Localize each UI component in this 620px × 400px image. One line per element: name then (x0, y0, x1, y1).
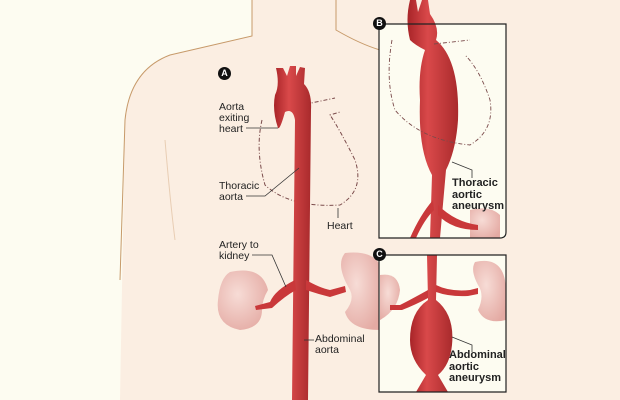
label-artery-to-kidney: Artery to kidney (219, 239, 259, 262)
label-thoracic-aortic-aneurysm: Thoracic aortic aneurysm (452, 177, 504, 212)
panel-c-badge: C (373, 248, 386, 261)
aorta (274, 66, 312, 400)
panel-b-badge: B (373, 17, 386, 30)
label-abdominal-aortic-aneurysm: Abdominal aortic aneurysm (449, 349, 506, 384)
label-heart: Heart (327, 220, 353, 232)
renal-artery-left (255, 280, 296, 310)
label-aorta-exiting-heart: Aorta exiting heart (219, 101, 250, 135)
panel-b (378, 0, 507, 239)
panel-a-badge: A (218, 67, 231, 80)
panel-c (378, 254, 507, 393)
kidney-left (217, 270, 268, 330)
renal-artery-right (306, 280, 346, 297)
label-thoracic-aorta: Thoracic aorta (219, 180, 260, 203)
label-abdominal-aorta: Abdominal aorta (315, 333, 365, 356)
torso-outline (120, 0, 620, 400)
heart-outline (258, 111, 359, 206)
kidney-right (341, 252, 380, 330)
torso-outline-stroke (119, 0, 253, 281)
